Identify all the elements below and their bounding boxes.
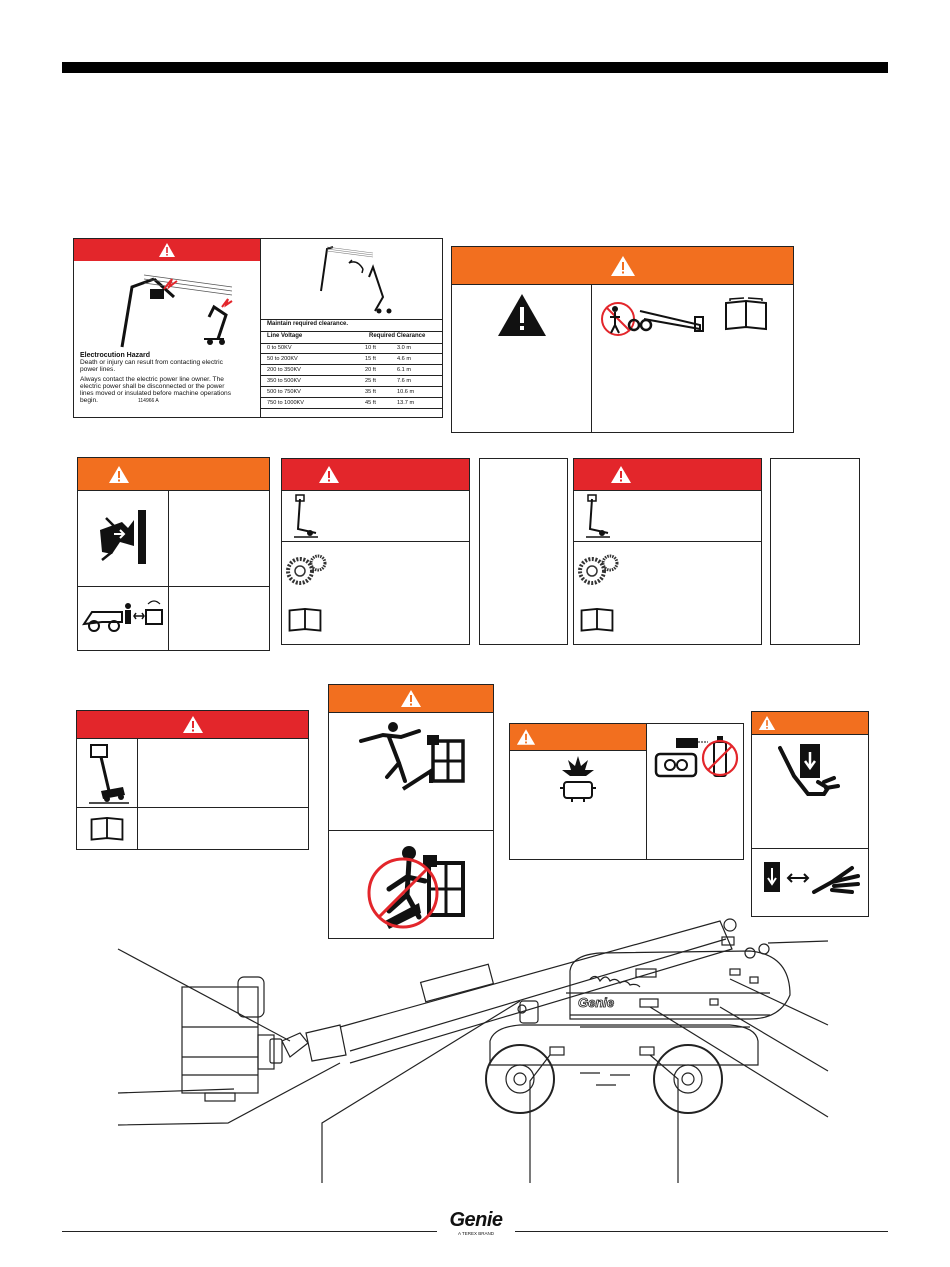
fall-hazard-icon	[359, 722, 465, 791]
warning-triangle-icon	[758, 716, 776, 730]
clearance-voltage: 0 to 50KV	[267, 345, 292, 351]
machine-logo-outline: Genie	[578, 995, 614, 1010]
electrocution-line4: electric power shall be disconnected or …	[80, 383, 225, 390]
clearance-ft: 10 ft	[365, 345, 376, 351]
clearance-voltage: 50 to 200KV	[267, 356, 298, 362]
col-voltage: Line Voltage	[267, 333, 303, 339]
footer-rule-right	[515, 1231, 888, 1232]
danger-header	[77, 711, 308, 738]
top-rule	[62, 62, 888, 73]
footer-logo: Genie A TEREX BRAND	[440, 1210, 512, 1236]
keep-clear-icon	[82, 600, 163, 632]
warning-header	[78, 458, 269, 490]
clearance-row: 50 to 200KV 15 ft 4.6 m	[261, 354, 442, 365]
warning-triangle-icon	[498, 294, 546, 336]
clearance-voltage: 350 to 500KV	[267, 378, 301, 384]
electrocution-line2: power lines.	[80, 366, 116, 373]
explosion-hazard-icon	[560, 756, 596, 802]
decal-hand-crush	[751, 711, 869, 917]
hand-crush-icon	[778, 744, 840, 796]
clearance-ft: 45 ft	[365, 400, 376, 406]
clearance-row: 0 to 50KV 10 ft 3.0 m	[261, 343, 442, 354]
clearance-ft: 20 ft	[365, 367, 376, 373]
clearance-row: 200 to 350KV 20 ft 6.1 m	[261, 365, 442, 376]
footer-rule-left	[62, 1231, 437, 1232]
clearance-row: 500 to 750KV 35 ft 10.6 m	[261, 387, 442, 398]
clearance-m: 13.7 m	[397, 400, 415, 406]
warning-triangle-icon	[611, 466, 631, 483]
decal-warning-tow	[451, 246, 794, 433]
no-standing-on-rails-icon	[367, 846, 465, 929]
decal-blank-2	[770, 458, 860, 645]
col-clearance: Required Clearance	[369, 333, 426, 339]
manual-book-icon	[90, 817, 124, 841]
tire-icon	[578, 554, 619, 585]
manual-book-icon	[725, 297, 767, 331]
clearance-m: 4.6 m	[397, 356, 411, 362]
warning-triangle-icon	[516, 729, 536, 745]
clearance-diagram-icon	[320, 246, 392, 314]
decal-crush	[77, 457, 270, 651]
brand-tagline: A TEREX BRAND	[458, 1231, 494, 1236]
electrocution-line3: Always contact the electric power line o…	[80, 376, 224, 383]
warning-triangle-icon	[401, 690, 421, 707]
clearance-ft: 35 ft	[365, 389, 376, 395]
tip-over-icon	[586, 494, 610, 538]
clearance-voltage: 200 to 350KV	[267, 367, 301, 373]
clearance-voltage: 500 to 750KV	[267, 389, 301, 395]
warning-header	[452, 247, 793, 284]
decal-clearance: Maintain required clearance. Line Voltag…	[260, 238, 443, 418]
no-tow-icon	[601, 302, 704, 336]
warning-triangle-icon	[319, 466, 339, 483]
clearance-m: 7.6 m	[397, 378, 411, 384]
brand-name: Genie	[449, 1209, 503, 1231]
danger-header	[574, 459, 761, 490]
warning-header	[752, 712, 868, 734]
danger-header	[282, 459, 469, 490]
warning-triangle-icon	[109, 465, 129, 483]
clearance-title: Maintain required clearance.	[267, 321, 349, 327]
manual-book-icon	[580, 608, 614, 632]
tire-icon	[286, 554, 327, 585]
clearance-row: 750 to 1000KV 45 ft 13.7 m	[261, 398, 442, 409]
clearance-m: 10.6 m	[397, 389, 415, 395]
keep-hands-clear-icon	[764, 862, 860, 894]
decal-tipover-2	[573, 458, 762, 645]
manual-book-icon	[288, 608, 322, 632]
clearance-ft: 25 ft	[365, 378, 376, 384]
clearance-m: 3.0 m	[397, 345, 411, 351]
decal-fall-hazard	[328, 684, 494, 939]
decal-blank-1	[479, 458, 568, 645]
electrocution-line1: Death or injury can result from contacti…	[80, 359, 223, 366]
clearance-ft: 15 ft	[365, 356, 376, 362]
danger-header	[74, 239, 260, 261]
tip-over-icon	[89, 744, 129, 804]
warning-triangle-icon	[182, 716, 203, 733]
decal-tipover-1	[281, 458, 470, 645]
tip-over-icon	[294, 494, 318, 538]
warning-triangle-icon	[159, 243, 175, 257]
crush-hazard-icon	[100, 510, 146, 564]
electrocution-text: Electrocution Hazard Death or injury can…	[80, 352, 258, 404]
electrocution-icon	[120, 274, 233, 348]
warning-header	[329, 685, 493, 712]
machine-line-drawing: Genie	[117, 918, 829, 1183]
clearance-row: 350 to 500KV 25 ft 7.6 m	[261, 376, 442, 387]
clearance-m: 6.1 m	[397, 367, 411, 373]
warning-triangle-icon	[610, 255, 635, 276]
no-ether-icon	[654, 736, 739, 778]
part-number: 114966 A	[137, 398, 159, 404]
electrocution-heading: Electrocution Hazard	[80, 352, 151, 359]
clearance-voltage: 750 to 1000KV	[267, 400, 305, 406]
decal-explosion	[509, 723, 744, 860]
decal-electrocution: Electrocution Hazard Death or injury can…	[73, 238, 261, 418]
electrocution-line5: lines moved or insulated before machine …	[80, 390, 232, 397]
decal-platform-tipover	[76, 710, 309, 850]
warning-header	[510, 724, 646, 750]
electrocution-line6: begin.	[80, 397, 98, 404]
